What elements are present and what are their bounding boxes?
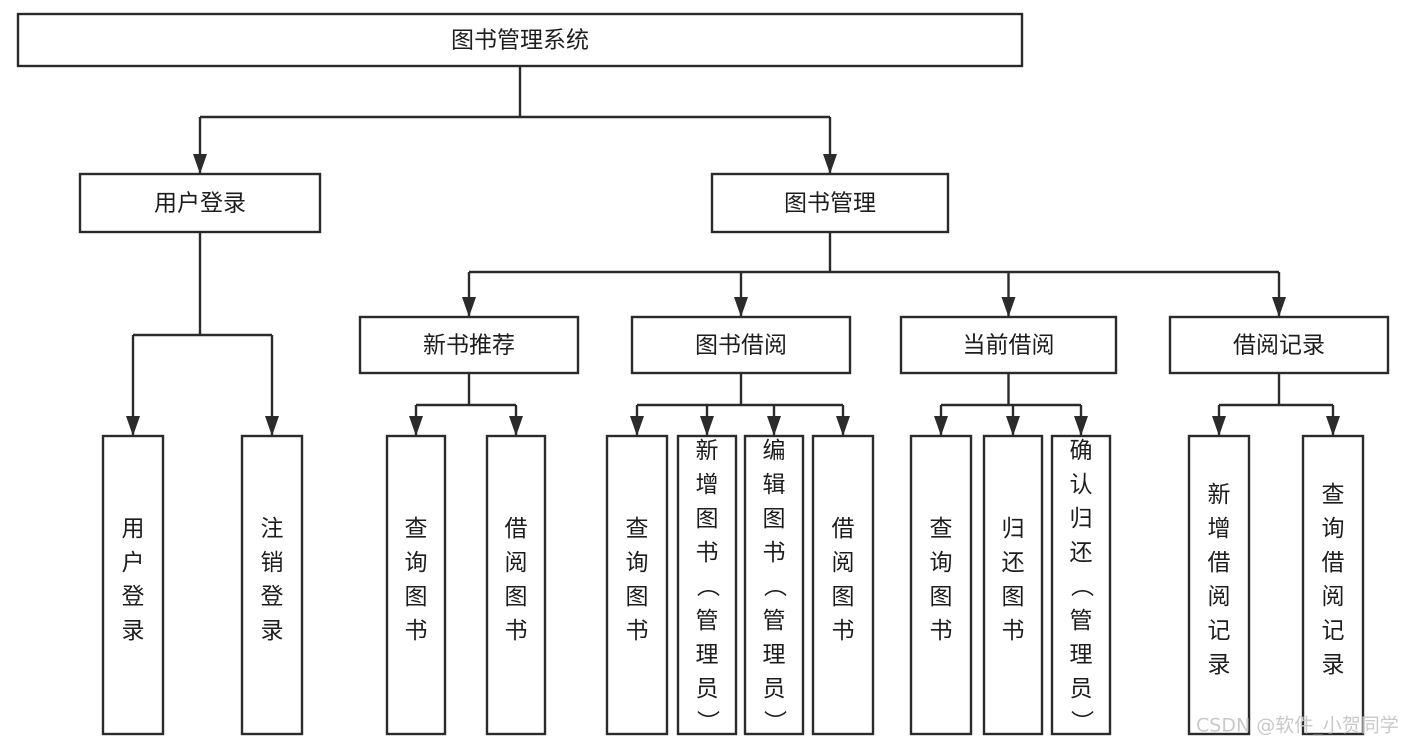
arrow-head [1001, 297, 1016, 317]
node-leaf-edit-book-box [743, 434, 805, 736]
node-new-book-recommend-label: 新书推荐 [423, 333, 515, 359]
arrow-head [823, 154, 837, 174]
node-leaf-add-book-box [676, 434, 738, 736]
node-current-borrow-label: 当前借阅 [963, 333, 1055, 359]
node-leaf-query-book-b[interactable]: 查询图书 [605, 434, 669, 736]
node-leaf-user-logout-label: 注销登录 [261, 516, 284, 644]
node-book-manage-box [710, 172, 950, 234]
node-leaf-query-book-b-label: 查询图书 [626, 516, 649, 644]
node-book-borrow[interactable]: 图书借阅 [630, 315, 852, 375]
arrow-head [1272, 297, 1286, 317]
node-leaf-borrow-book-a[interactable]: 借阅图书 [485, 434, 547, 736]
arrow-head [767, 416, 781, 436]
node-leaf-confirm-return[interactable]: 确认归还（管理员） [1050, 434, 1112, 736]
node-leaf-query-book-c-box [909, 434, 973, 736]
arrow-head [700, 416, 714, 436]
node-book-manage-label: 图书管理 [784, 191, 876, 217]
arrow-head [126, 416, 140, 436]
node-leaf-query-record-label: 查询借阅记录 [1322, 482, 1345, 678]
node-current-borrow-box [899, 315, 1118, 375]
arrow-head [509, 416, 523, 436]
node-leaf-return-book[interactable]: 归还图书 [982, 434, 1044, 736]
node-layer: 图书管理系统用户登录图书管理新书推荐图书借阅当前借阅借阅记录用户登录注销登录查询… [16, 12, 1390, 736]
node-leaf-borrow-book-b-label: 借阅图书 [832, 516, 855, 644]
node-leaf-query-book-a-box [385, 434, 447, 736]
node-borrow-record-label: 借阅记录 [1233, 333, 1325, 359]
node-user-login-label: 用户登录 [154, 191, 246, 217]
node-leaf-confirm-return-box [1050, 434, 1112, 736]
node-leaf-borrow-book-b-box [811, 434, 875, 736]
node-leaf-add-book[interactable]: 新增图书（管理员） [676, 434, 738, 736]
node-leaf-user-logout[interactable]: 注销登录 [240, 434, 304, 736]
node-user-login[interactable]: 用户登录 [78, 172, 322, 234]
node-leaf-add-book-label: 新增图书（管理员） [696, 438, 721, 736]
node-leaf-query-book-a[interactable]: 查询图书 [385, 434, 447, 736]
connector-layer [126, 66, 1340, 436]
node-leaf-add-record-label: 新增借阅记录 [1208, 482, 1231, 678]
node-borrow-record[interactable]: 借阅记录 [1168, 315, 1390, 375]
node-root-box [16, 12, 1024, 68]
node-book-borrow-label: 图书借阅 [695, 333, 787, 359]
node-leaf-edit-book-label: 编辑图书（管理员） [763, 438, 788, 736]
node-leaf-user-logout-box [240, 434, 304, 736]
arrow-head [1074, 416, 1088, 436]
arrow-head [1006, 416, 1020, 436]
arrow-head [193, 154, 207, 174]
node-leaf-borrow-book-a-box [485, 434, 547, 736]
node-leaf-return-book-label: 归还图书 [1002, 516, 1025, 644]
node-new-book-recommend[interactable]: 新书推荐 [358, 315, 580, 375]
arrow-head [1212, 416, 1226, 436]
node-new-book-recommend-box [358, 315, 580, 375]
node-leaf-borrow-book-a-label: 借阅图书 [505, 516, 528, 644]
node-leaf-confirm-return-label: 确认归还（管理员） [1070, 438, 1095, 736]
arrow-head [1326, 416, 1340, 436]
node-leaf-add-record[interactable]: 新增借阅记录 [1187, 434, 1251, 736]
arrow-head [836, 416, 850, 436]
node-root[interactable]: 图书管理系统 [16, 12, 1024, 68]
node-borrow-record-box [1168, 315, 1390, 375]
node-leaf-user-login-box [101, 434, 165, 736]
arrow-head [734, 297, 748, 317]
node-book-borrow-box [630, 315, 852, 375]
node-leaf-query-record-box [1301, 434, 1365, 736]
arrow-head [934, 416, 948, 436]
node-leaf-return-book-box [982, 434, 1044, 736]
arrow-head [462, 297, 476, 317]
arrow-head [630, 416, 644, 436]
node-leaf-query-record[interactable]: 查询借阅记录 [1301, 434, 1365, 736]
node-leaf-query-book-b-box [605, 434, 669, 736]
arrow-head [265, 416, 279, 436]
node-leaf-query-book-a-label: 查询图书 [405, 516, 428, 644]
node-leaf-add-record-box [1187, 434, 1251, 736]
node-leaf-user-login-label: 用户登录 [122, 516, 145, 644]
node-book-manage[interactable]: 图书管理 [710, 172, 950, 234]
node-leaf-user-login[interactable]: 用户登录 [101, 434, 165, 736]
node-user-login-box [78, 172, 322, 234]
node-leaf-query-book-c[interactable]: 查询图书 [909, 434, 973, 736]
node-leaf-borrow-book-b[interactable]: 借阅图书 [811, 434, 875, 736]
node-current-borrow[interactable]: 当前借阅 [899, 315, 1118, 375]
arrow-head [409, 416, 423, 436]
node-leaf-query-book-c-label: 查询图书 [930, 516, 953, 644]
csdn-watermark: CSDN @软件_小贺同学 [1196, 715, 1399, 737]
node-root-label: 图书管理系统 [451, 28, 589, 54]
node-leaf-edit-book[interactable]: 编辑图书（管理员） [743, 434, 805, 736]
